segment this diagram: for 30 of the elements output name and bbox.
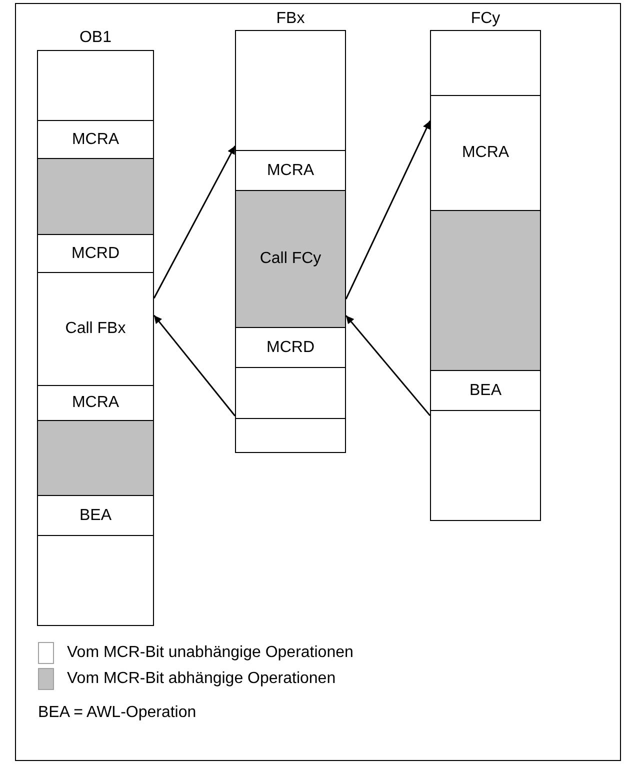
instruction-segment: [37, 50, 154, 121]
note-text: BEA = AWL-Operation: [38, 704, 196, 722]
arrow: [345, 315, 431, 416]
instruction-segment: MCRA: [430, 95, 541, 211]
instruction-segment: [37, 420, 154, 496]
instruction-segment: [37, 535, 154, 626]
instruction-segment: [235, 418, 346, 453]
legend-text: Vom MCR-Bit unabhängige Operationen: [67, 644, 354, 662]
arrow: [345, 120, 431, 300]
arrow: [153, 314, 236, 416]
legend-text: Vom MCR-Bit abhängige Operationen: [67, 670, 336, 688]
block-heading: FBx: [275, 10, 306, 28]
instruction-segment: MCRD: [37, 234, 154, 273]
instruction-segment: [37, 158, 154, 235]
instruction-segment: [235, 367, 346, 419]
block-heading: FCy: [470, 10, 502, 28]
instruction-segment: Call FCy: [235, 190, 346, 328]
instruction-segment: Call FBx: [37, 272, 154, 386]
instruction-segment: [430, 410, 541, 521]
arrow: [153, 146, 236, 299]
instruction-segment: [430, 30, 541, 96]
block-heading: OB1: [78, 29, 112, 47]
instruction-segment: MCRA: [37, 385, 154, 421]
instruction-segment: MCRA: [37, 120, 154, 159]
instruction-segment: [235, 30, 346, 151]
instruction-segment: BEA: [430, 370, 541, 411]
instruction-segment: [430, 210, 541, 371]
instruction-segment: BEA: [37, 495, 154, 536]
instruction-segment: MCRD: [235, 327, 346, 368]
instruction-segment: MCRA: [235, 150, 346, 191]
